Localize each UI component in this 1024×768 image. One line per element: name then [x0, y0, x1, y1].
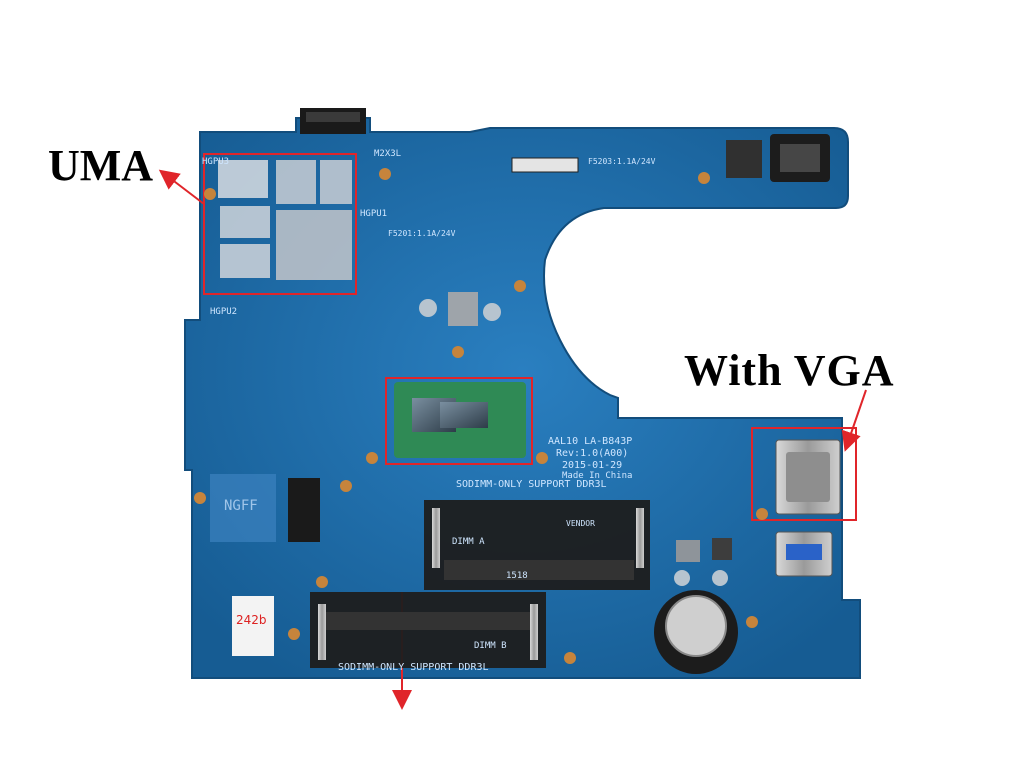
vendor-label: VENDOR — [566, 519, 595, 528]
hgpu2-label: HGPU2 — [210, 307, 237, 317]
board-revision: Rev:1.0(A00) — [556, 448, 628, 459]
dimm-a-slot — [424, 500, 650, 590]
uma-chip-area — [218, 160, 352, 280]
vga-highlight-box — [751, 427, 857, 521]
ngff-slot — [210, 474, 276, 542]
dimm-b-slot — [310, 592, 546, 668]
cpu-highlight-box — [385, 377, 533, 465]
fuse-label-mid: F5201:1.1A/24V — [388, 229, 456, 238]
m2-connector — [288, 478, 320, 542]
uma-arrow — [158, 169, 205, 205]
m2x3l-label: M2X3L — [374, 149, 401, 159]
ngff-label: NGFF — [224, 498, 258, 514]
uma-highlight-box — [203, 153, 357, 295]
capacitors — [419, 292, 732, 586]
ffc-connector-top — [511, 157, 579, 173]
hgpu1-label: HGPU1 — [360, 209, 387, 219]
hgpu3-label: HGPU3 — [202, 157, 229, 167]
screw-holes — [194, 168, 768, 664]
sodimm-label-top: SODIMM-ONLY SUPPORT DDR3L — [456, 479, 607, 490]
fuse-label-right: F5203:1.1A/24V — [588, 157, 656, 166]
with-vga-annotation-label: With VGA — [684, 346, 895, 395]
vga-port — [775, 439, 841, 515]
dimm-b-label: DIMM B — [474, 641, 507, 651]
usb-port — [775, 531, 833, 577]
board-date: 2015-01-29 — [562, 460, 622, 471]
cpu-package — [394, 382, 526, 458]
sodimm-label-bottom: SODIMM-ONLY SUPPORT DDR3L — [338, 662, 489, 673]
cmos-battery — [654, 590, 738, 674]
ethernet-connector — [726, 134, 830, 182]
board-origin: Made In China — [562, 471, 632, 481]
sticker-text: 242b — [236, 613, 267, 627]
uma-annotation-label: UMA — [48, 141, 154, 190]
serial-sticker: 242b — [232, 596, 274, 656]
vga-arrow — [841, 389, 867, 452]
board-model: AAL10 LA-B843P — [548, 436, 632, 447]
slot-code: 1518 — [506, 571, 528, 581]
dimm-a-label: DIMM A — [452, 537, 485, 547]
